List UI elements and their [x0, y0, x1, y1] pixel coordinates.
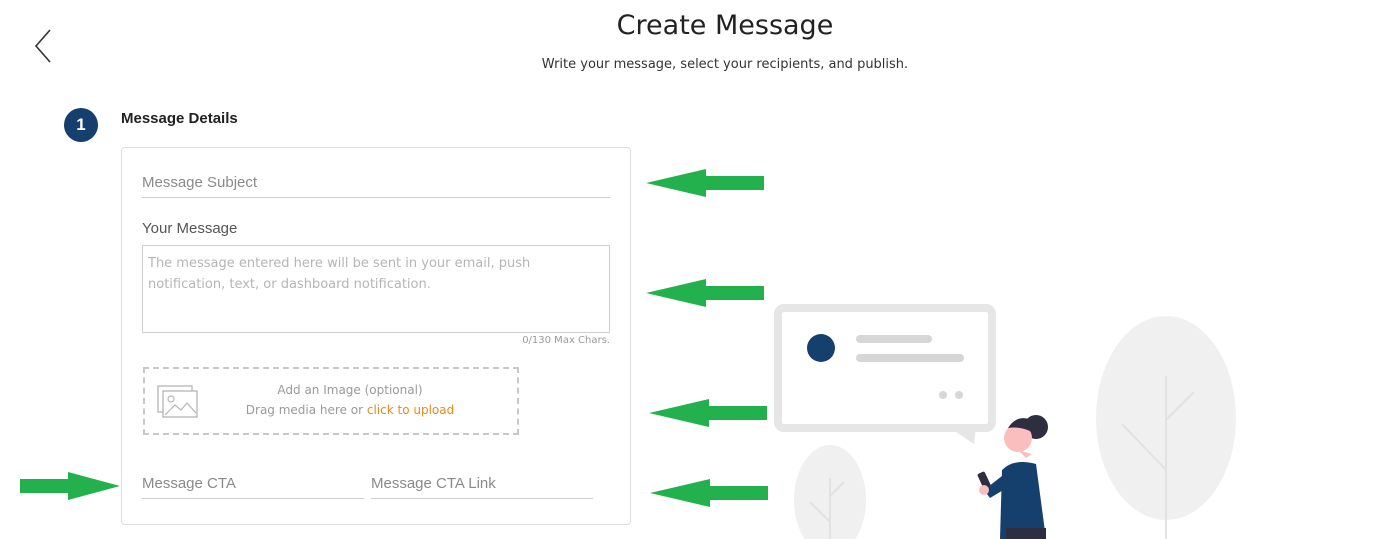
messaging-illustration — [774, 304, 1236, 539]
character-counter: 0/130 Max Chars. — [522, 335, 610, 346]
tree-illustration — [794, 445, 866, 539]
person-illustration — [977, 415, 1048, 539]
click-to-upload-link[interactable]: click to upload — [366, 403, 455, 417]
message-body-textarea[interactable] — [142, 245, 610, 333]
annotation-arrow-left-icon — [646, 279, 764, 307]
image-upload-title: Add an Image (optional) — [277, 383, 423, 397]
step-label: Message Details — [121, 110, 238, 127]
image-upload-instructions: Drag media here or click to upload — [205, 403, 495, 417]
message-details-card: Your Message 0/130 Max Chars. Add an Ima… — [121, 147, 631, 525]
message-cta-input[interactable] — [142, 475, 364, 499]
annotation-arrow-right-icon — [20, 472, 120, 500]
annotation-arrow-left-icon — [649, 399, 767, 427]
page-title: Create Message — [616, 10, 834, 41]
back-button[interactable] — [28, 26, 58, 66]
annotation-arrow-left-icon — [646, 169, 764, 197]
chat-bubble-icon — [774, 304, 996, 444]
tree-illustration — [1096, 316, 1236, 539]
annotation-arrow-left-icon — [650, 479, 768, 507]
image-dropzone[interactable]: Add an Image (optional) Drag media here … — [143, 367, 519, 435]
page-subtitle: Write your message, select your recipien… — [541, 57, 909, 72]
image-icon — [157, 385, 198, 418]
chevron-left-icon — [34, 29, 51, 63]
message-subject-input[interactable] — [142, 174, 610, 198]
your-message-label: Your Message — [142, 220, 238, 237]
step-number-badge: 1 — [64, 108, 98, 142]
message-cta-link-input[interactable] — [371, 475, 593, 499]
drag-media-text: Drag media here or — [245, 403, 364, 417]
